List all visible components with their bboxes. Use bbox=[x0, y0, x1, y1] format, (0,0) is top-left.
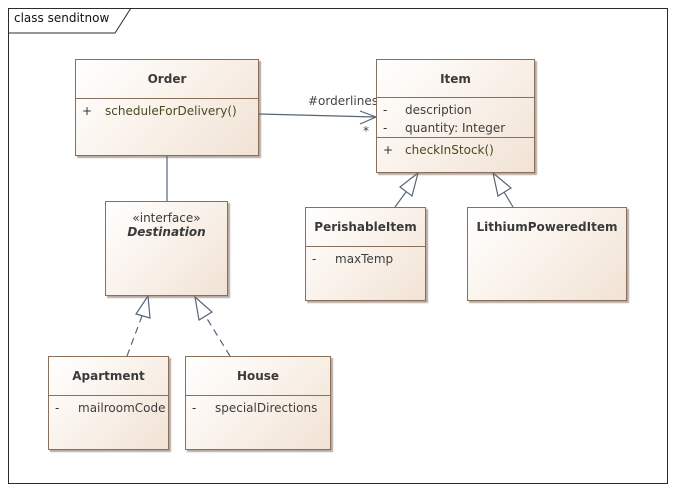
class-house[interactable]: House - specialDirections bbox=[185, 356, 331, 450]
attribute-text: specialDirections bbox=[215, 401, 318, 415]
class-name: LithiumPoweredItem bbox=[476, 220, 618, 234]
class-name: Destination bbox=[127, 225, 206, 239]
visibility-marker: - bbox=[192, 401, 197, 415]
association-role-label: #orderlines bbox=[308, 94, 378, 108]
realization-house-line bbox=[205, 316, 231, 357]
operation-text: scheduleForDelivery() bbox=[105, 104, 237, 118]
attributes-compartment: - maxTemp bbox=[306, 246, 425, 268]
generalization-perishable-line bbox=[394, 191, 407, 208]
realization-apartment-arrowhead bbox=[135, 294, 151, 319]
attribute-text: description bbox=[405, 103, 472, 117]
attribute-text: mailroomCode bbox=[78, 401, 166, 415]
attribute-row: - specialDirections bbox=[186, 399, 330, 417]
attributes-compartment: - mailroomCode bbox=[49, 395, 168, 417]
class-name: PerishableItem bbox=[314, 220, 417, 234]
diagram-frame bbox=[8, 8, 668, 484]
class-item[interactable]: Item - description - quantity: Integer +… bbox=[376, 59, 535, 173]
class-name: Apartment bbox=[72, 369, 145, 383]
association-multiplicity-label: * bbox=[363, 124, 369, 138]
interface-stereotype: «interface» bbox=[132, 211, 201, 225]
attribute-row: - quantity: Integer bbox=[377, 119, 534, 137]
operation-row: + checkInStock() bbox=[377, 141, 534, 159]
operation-row: + scheduleForDelivery() bbox=[76, 102, 258, 120]
visibility-marker: + bbox=[82, 104, 93, 118]
visibility-marker: - bbox=[55, 401, 60, 415]
operation-text: checkInStock() bbox=[405, 143, 494, 157]
class-order[interactable]: Order + scheduleForDelivery() bbox=[75, 59, 259, 156]
class-apartment[interactable]: Apartment - mailroomCode bbox=[48, 356, 169, 450]
visibility-marker: - bbox=[312, 252, 317, 266]
class-name: Order bbox=[147, 72, 187, 86]
generalization-perishable-arrowhead bbox=[399, 171, 420, 198]
attribute-row: - maxTemp bbox=[306, 250, 425, 268]
attribute-row: - mailroomCode bbox=[49, 399, 168, 417]
class-perishable-item[interactable]: PerishableItem - maxTemp bbox=[305, 207, 426, 301]
interface-destination[interactable]: «interface» Destination bbox=[105, 201, 228, 296]
class-lithium-powered-item[interactable]: LithiumPoweredItem bbox=[467, 207, 627, 301]
attribute-text: maxTemp bbox=[335, 252, 394, 266]
operations-compartment: + checkInStock() bbox=[377, 137, 534, 159]
class-name: House bbox=[236, 369, 280, 383]
attributes-compartment: - specialDirections bbox=[186, 395, 330, 417]
attributes-compartment: - description - quantity: Integer bbox=[377, 97, 534, 137]
association-arrowhead bbox=[359, 110, 378, 125]
visibility-marker: + bbox=[383, 143, 394, 157]
diagram-title: class senditnow bbox=[14, 11, 110, 25]
association-line bbox=[258, 113, 377, 118]
realization-apartment-line bbox=[126, 315, 143, 357]
realization-house-arrowhead bbox=[194, 295, 214, 321]
class-name: Item bbox=[440, 71, 471, 86]
generalization-lithium-arrowhead bbox=[492, 171, 513, 197]
visibility-marker: - bbox=[383, 121, 388, 135]
operations-compartment: + scheduleForDelivery() bbox=[76, 98, 258, 120]
visibility-marker: - bbox=[383, 103, 388, 117]
attribute-text: quantity: Integer bbox=[405, 121, 506, 135]
generalization-lithium-line bbox=[503, 191, 514, 208]
frame-label-tab bbox=[8, 8, 132, 34]
attribute-row: - description bbox=[377, 101, 534, 119]
